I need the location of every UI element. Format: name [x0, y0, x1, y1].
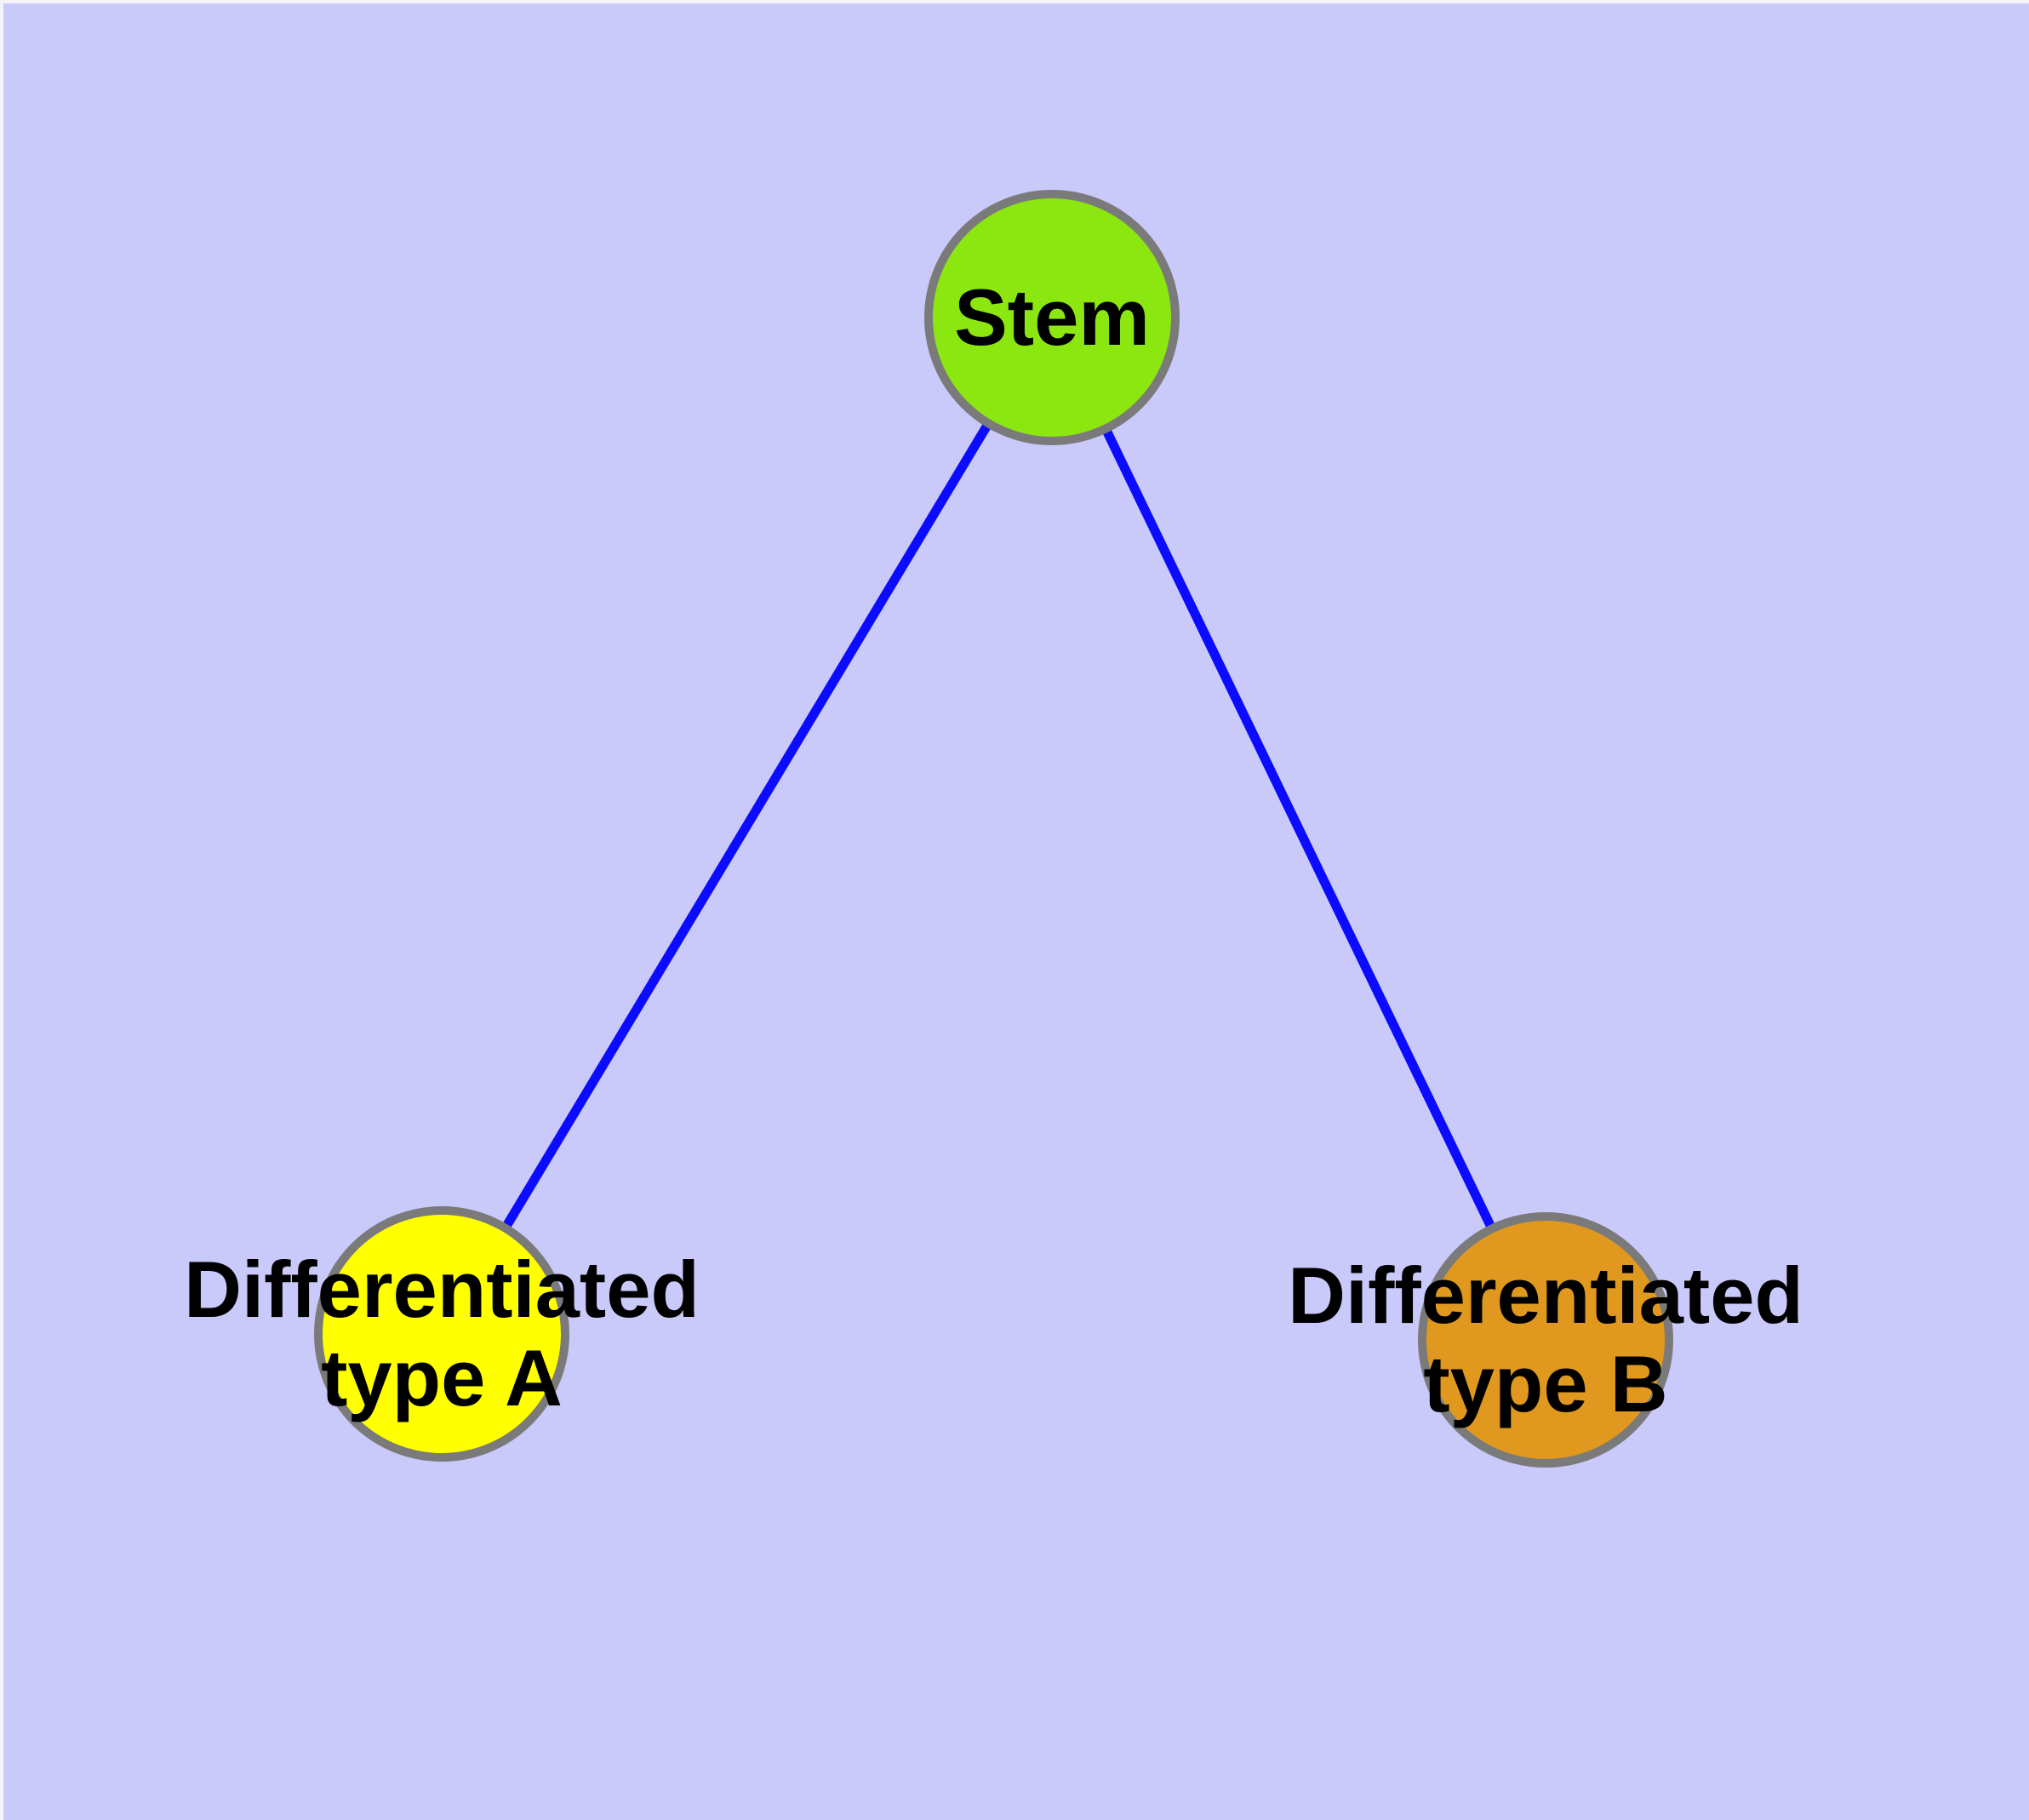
edge-stem-typeA — [437, 315, 1056, 1336]
graph-canvas: Stem Differentiated type A Differentiate… — [3, 3, 2029, 1820]
graph-svg — [3, 3, 2029, 1820]
node-stem-circle — [924, 190, 1180, 445]
edge-stem-typeB — [1048, 315, 1550, 1342]
node-typeB-circle — [1418, 1212, 1673, 1468]
node-typeA-circle — [314, 1206, 569, 1462]
